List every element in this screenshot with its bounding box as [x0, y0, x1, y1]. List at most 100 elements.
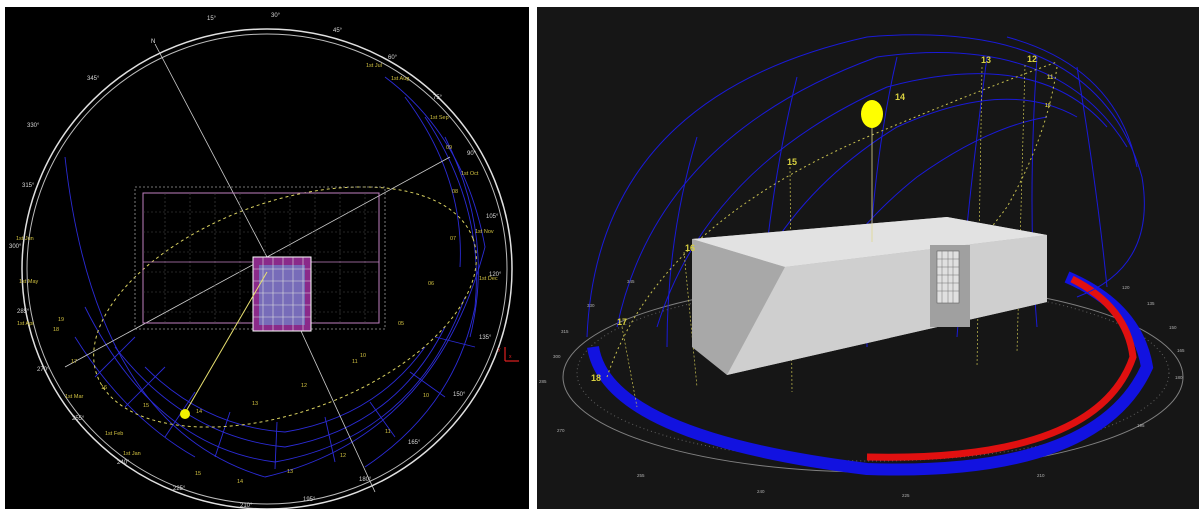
radial-line [266, 156, 451, 258]
dome-arc [444, 136, 479, 338]
dome-arc [124, 366, 166, 408]
dome-arc [616, 52, 1128, 328]
hour-label: 15 [143, 403, 149, 409]
building-plan [134, 186, 386, 332]
ring-label: 120 [1122, 285, 1130, 290]
window-glazing [259, 265, 305, 325]
dome-arc [409, 371, 446, 398]
azimuth-label: 60° [388, 55, 398, 61]
dome-arc [404, 96, 461, 268]
hour-label: 15 [195, 471, 201, 477]
sun-marker [861, 100, 883, 128]
month-label: 1st Jan [123, 451, 141, 457]
hour-label: 11 [1047, 75, 1054, 81]
hour-label: 05 [398, 321, 404, 327]
hour-label: 14 [237, 479, 243, 485]
box-roof [692, 217, 1047, 267]
sunpath-perspective-view: 13 12 11 10 14 15 16 17 18 345 330 315 3… [537, 7, 1199, 509]
ring-label: 255 [637, 473, 645, 478]
north-line [154, 43, 268, 258]
dome-arc [324, 416, 336, 463]
dome-arc [94, 336, 136, 378]
box-side [692, 239, 785, 375]
hour-label: 19 [58, 317, 64, 323]
month-label: 1st Sep [430, 115, 449, 121]
plan-grid [143, 193, 379, 323]
dome-arc [1076, 66, 1108, 288]
hour-label: 10 [360, 353, 366, 359]
ring-label: 240 [757, 489, 765, 494]
azimuth-label: 135° [479, 335, 492, 341]
sun-marker [180, 409, 190, 419]
hour-label: 13 [981, 55, 991, 65]
dome-arc [369, 401, 396, 438]
hour-label: 16 [685, 243, 695, 253]
azimuth-label: 75° [433, 95, 443, 101]
azimuth-label: 15° [207, 16, 217, 22]
azimuth-label: 150° [453, 392, 466, 398]
month-label: 1st Dec [479, 276, 498, 282]
azimuth-label: 330° [27, 123, 40, 129]
azimuth-label: 120° [489, 272, 502, 278]
window-mullions [253, 257, 311, 331]
azimuth-label: 45° [333, 28, 343, 34]
hour-label: 12 [1027, 54, 1037, 64]
month-label: 1st Oct [461, 171, 479, 177]
azimuth-label: 300° [9, 244, 22, 250]
hour-label: 06 [428, 281, 434, 287]
north-label: N [151, 39, 155, 45]
month-label: 1st Aug [391, 76, 409, 82]
hour-label: 11 [352, 359, 358, 365]
dome-arc [1006, 36, 1138, 168]
radial-line [64, 256, 268, 368]
sun-path-curve [93, 186, 477, 428]
hour-label: 10 [423, 393, 429, 399]
ring-labels: 345 330 315 300 285 270 255 240 225 210 … [539, 279, 1185, 498]
outer-ring [21, 28, 513, 509]
hour-label: 18 [53, 327, 59, 333]
blue-band [587, 271, 1154, 476]
ring-label: 135 [1147, 301, 1155, 306]
dome-arc [74, 336, 196, 458]
hour-labels: 09 08 07 06 05 10 11 12 13 14 15 16 17 1… [53, 145, 458, 485]
hour-label: 12 [301, 383, 307, 389]
azimuth-labels: 15° 30° 45° 60° 75° 90° 105° 120° 135° 1… [9, 13, 502, 509]
hour-label: 11 [385, 429, 391, 435]
azimuth-label: 90° [467, 151, 477, 157]
hour-label: 13 [252, 401, 258, 407]
azimuth-label: 315° [22, 183, 35, 189]
axis-x-label: x [509, 354, 512, 360]
azimuth-label: 270° [37, 367, 50, 373]
month-label: 1st Nov [475, 229, 494, 235]
ring-label: 270 [557, 428, 565, 433]
hour-label: 17 [71, 359, 77, 365]
azimuth-label: 195° [303, 497, 316, 503]
sun-ray [184, 271, 268, 414]
azimuth-label: 210° [240, 503, 253, 509]
dome-arc [144, 346, 426, 433]
azimuth-label: 30° [271, 13, 281, 19]
month-label: 1st Apr [17, 321, 34, 327]
hour-label: 09 [446, 145, 452, 151]
month-label: 1st May [19, 279, 39, 285]
hour-label: 14 [895, 92, 905, 102]
dome-outline [586, 34, 1145, 338]
ring-label: 210 [1037, 473, 1045, 478]
ring-label: 180 [1175, 375, 1183, 380]
azimuth-label: 255° [72, 416, 85, 422]
azimuth-label: 180° [359, 477, 372, 483]
ring-label: 300 [553, 354, 561, 359]
dome-arc [666, 136, 698, 348]
month-label: 1st Jun [16, 236, 34, 242]
dome-arc [114, 326, 446, 448]
sky-dome-grid [64, 76, 486, 478]
month-label: 1st Jul [366, 63, 382, 69]
month-labels: 1st Jul 1st Aug 1st Sep 1st Oct 1st Nov … [16, 63, 498, 457]
ring-label: 150 [1169, 325, 1177, 330]
building-box [692, 217, 1047, 375]
window-mullions [937, 251, 959, 303]
azimuth-label: 240° [117, 460, 130, 466]
dome-arc [364, 116, 477, 468]
sunpath-plan-svg: x y N 15° 30° 45° 60° 75° 90° 105° 120° … [9, 13, 519, 509]
month-label: 1st Feb [105, 431, 123, 437]
